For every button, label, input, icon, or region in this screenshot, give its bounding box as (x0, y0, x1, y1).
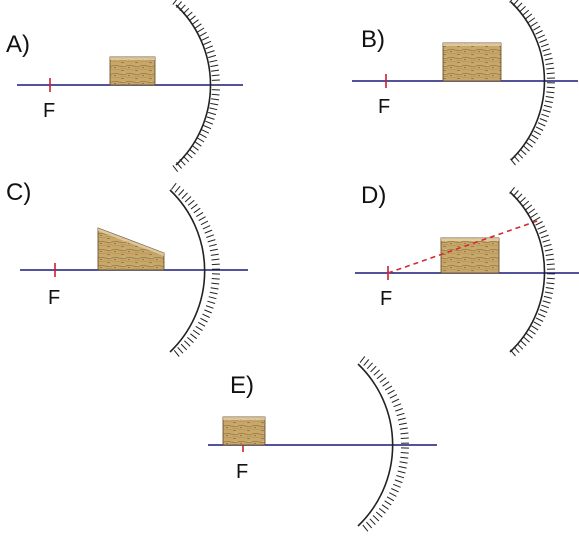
focus-label: F (236, 461, 248, 483)
panel-label: E) (230, 372, 254, 399)
panel-label: B) (361, 26, 385, 53)
panel-label: A) (6, 31, 30, 58)
concave-mirror (169, 182, 221, 357)
panel-label: C) (6, 179, 31, 206)
panel-e: E) F (208, 356, 437, 532)
wood-wedge (97, 227, 165, 271)
concave-mirror (509, 0, 556, 166)
focus-label: F (378, 96, 390, 118)
concave-mirror (509, 186, 556, 357)
wood-block (440, 237, 500, 274)
panel-d: D) F (355, 182, 579, 357)
wood-block (442, 42, 502, 82)
focus-label: F (380, 288, 392, 310)
panel-a: A) F (6, 0, 243, 173)
concave-mirror (357, 356, 410, 532)
concave-mirror (172, 0, 220, 173)
panel-c: C) F (6, 179, 248, 357)
panel-b: B) F (352, 0, 578, 166)
panel-label: D) (361, 182, 386, 209)
wood-block (222, 416, 266, 446)
focus-label: F (48, 287, 60, 309)
focus-label: F (43, 100, 55, 122)
wood-block (109, 56, 156, 86)
